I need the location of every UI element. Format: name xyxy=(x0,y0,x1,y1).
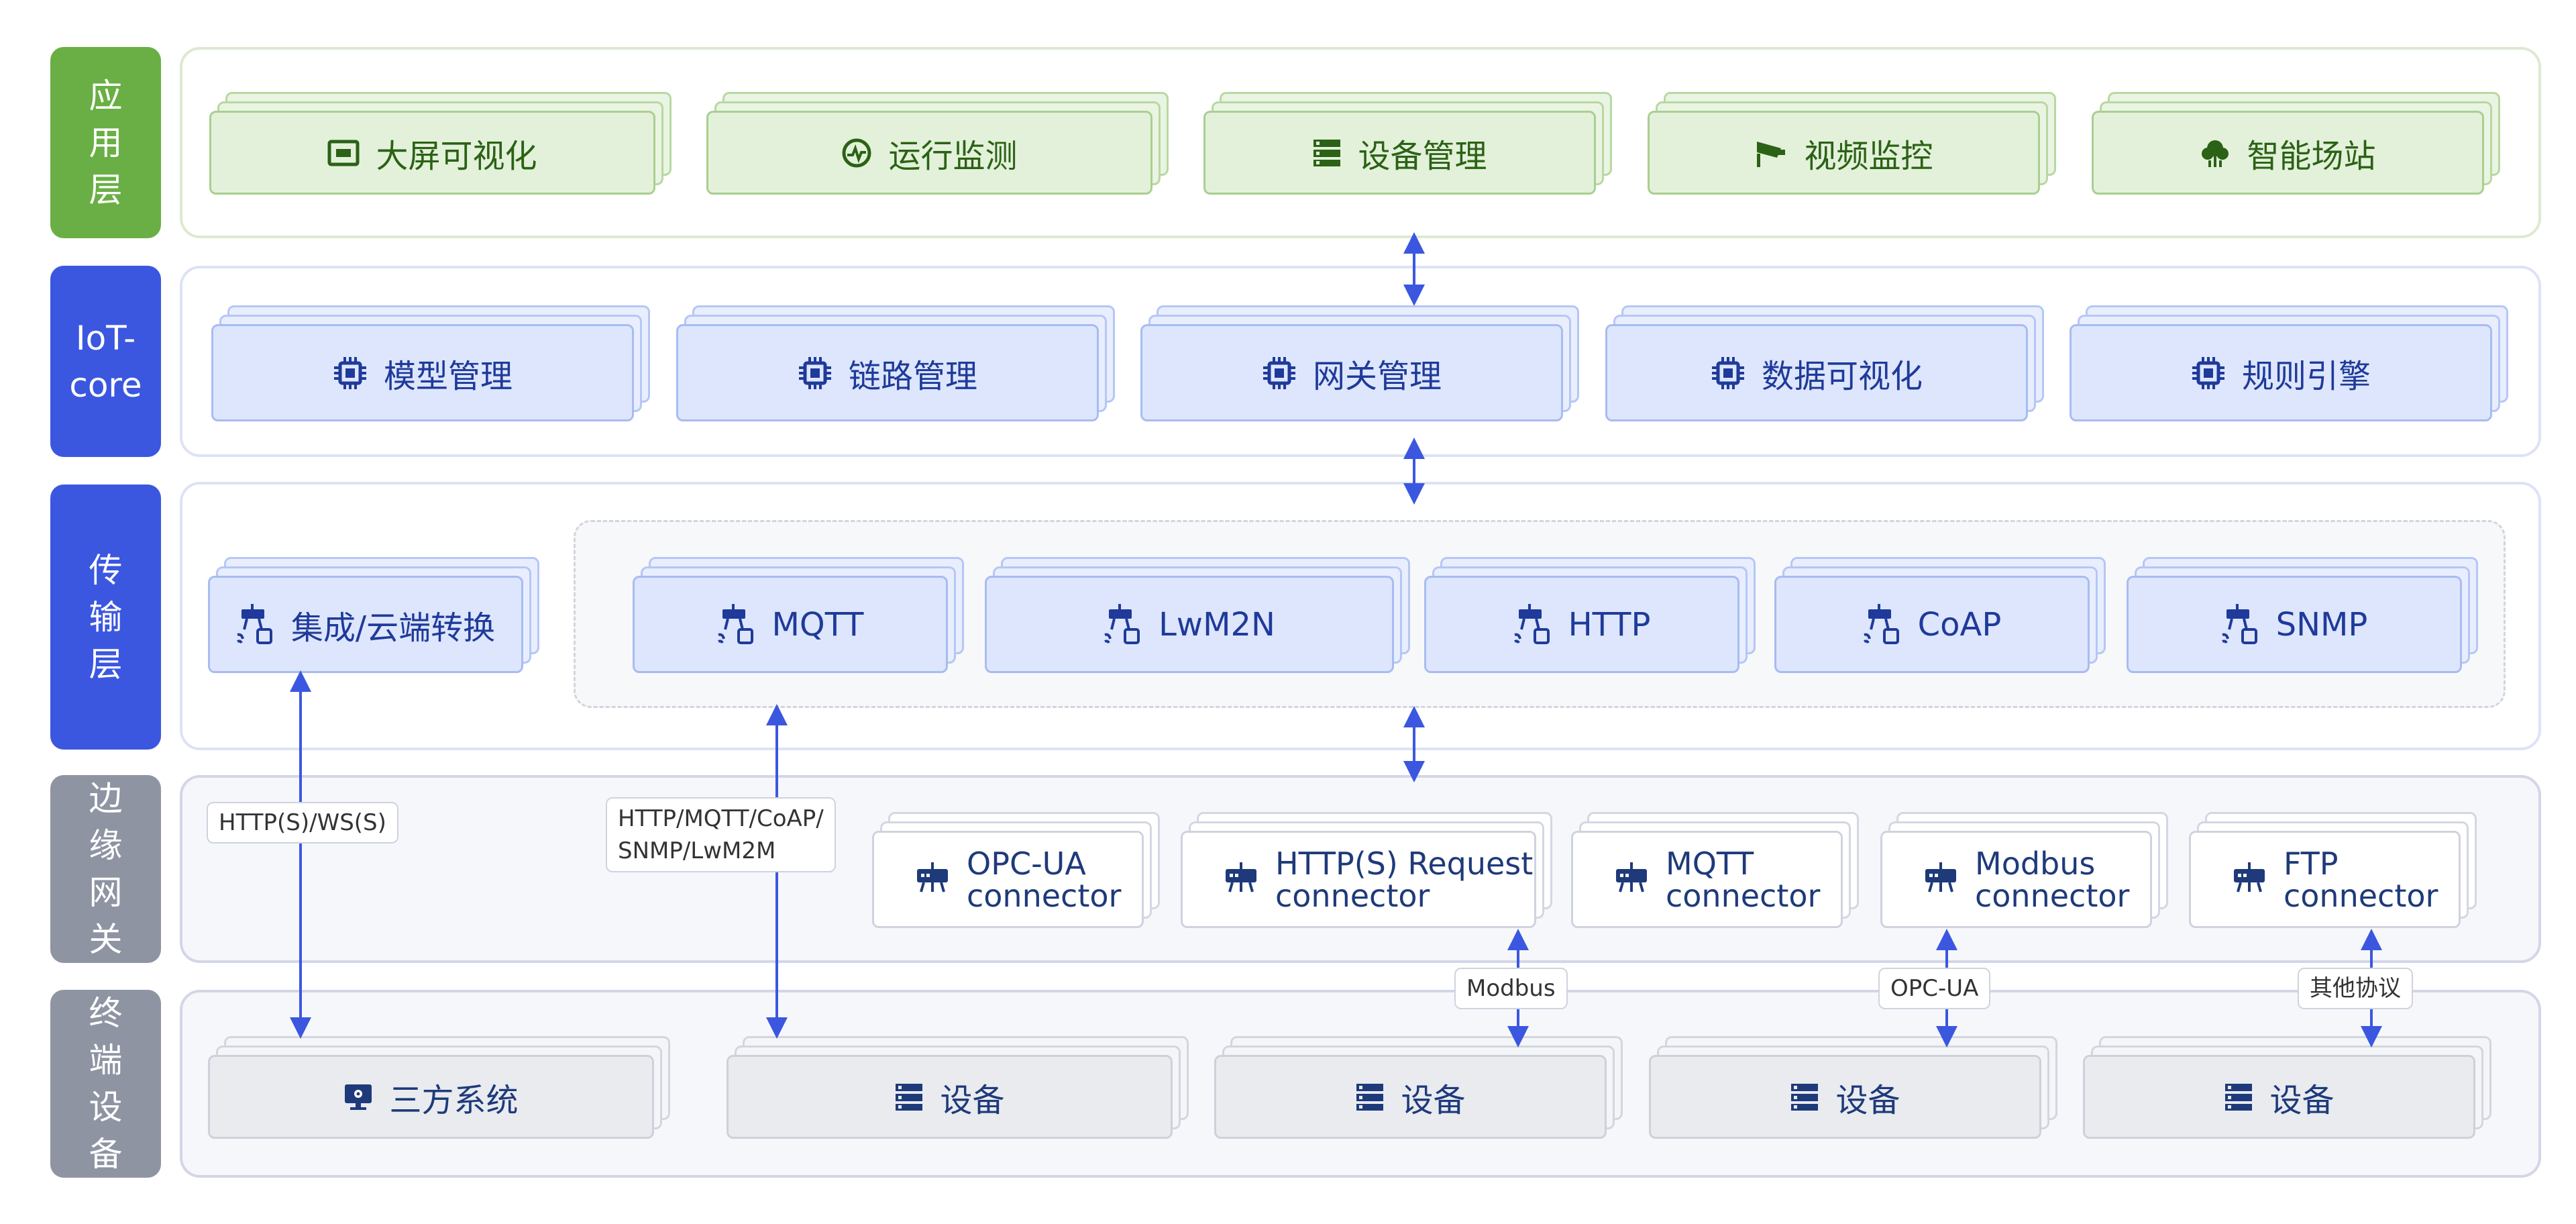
terminal-card-label: 设备 xyxy=(1835,1081,1900,1119)
edge-card-line2: connector xyxy=(1275,877,1430,914)
network-icon xyxy=(1863,603,1899,644)
terminal-card-label: 设备 xyxy=(1401,1081,1466,1119)
iot-card-label: 规则引擎 xyxy=(2241,357,2371,395)
transport-card-label: 集成/云端转换 xyxy=(290,609,496,647)
protocol-tag-other: 其他协议 xyxy=(2298,968,2413,1009)
protocol-tag-multi: HTTP/MQTT/CoAP/ SNMP/LwM2M xyxy=(606,797,836,872)
protocol-tag-opcua: OPC-UA xyxy=(1878,968,1991,1009)
app-card-label: 大屏可视化 xyxy=(376,137,537,175)
app-card-label: 设备管理 xyxy=(1358,137,1487,175)
desktop-icon xyxy=(345,1084,372,1110)
network-icon xyxy=(1104,603,1140,644)
network-icon xyxy=(237,603,272,644)
layer-label-app: 应 用 层 xyxy=(50,47,161,238)
terminal-card-label: 设备 xyxy=(940,1081,1005,1119)
layer-label-transport: 传 输 层 xyxy=(50,484,161,750)
transport-card-label: CoAP xyxy=(1917,605,2002,644)
transport-card-mqtt[interactable]: MQTT xyxy=(633,557,964,673)
edge-card-line2: connector xyxy=(967,877,1122,914)
terminal-card-third-party[interactable]: 三方系统 xyxy=(208,1036,670,1139)
app-card-video-monitor[interactable]: 视频监控 xyxy=(1648,92,2056,195)
chip-icon xyxy=(333,356,366,389)
chip-icon xyxy=(798,356,831,389)
app-card-smart-station[interactable]: 智能场站 xyxy=(2092,92,2500,195)
server-icon xyxy=(896,1083,923,1111)
chip-icon xyxy=(1263,356,1295,389)
edge-card-line2: connector xyxy=(2284,877,2438,914)
terminal-card-device-3[interactable]: 设备 xyxy=(1649,1036,2057,1139)
transport-card-integration[interactable]: 集成/云端转换 xyxy=(208,557,539,673)
server-icon xyxy=(1313,139,1341,166)
terminal-card-label: 设备 xyxy=(2269,1081,2334,1119)
iot-card-link[interactable]: 链路管理 xyxy=(676,305,1115,421)
transport-card-http[interactable]: HTTP xyxy=(1424,557,1756,673)
app-card-device-manage[interactable]: 设备管理 xyxy=(1203,92,1612,195)
iot-card-label: 网关管理 xyxy=(1312,357,1442,395)
gateway-icon xyxy=(1226,862,1256,892)
network-icon xyxy=(1513,603,1550,644)
layer-label-iot-core: IoT- core xyxy=(50,266,161,457)
gateway-icon xyxy=(917,862,948,892)
app-card-big-screen[interactable]: 大屏可视化 xyxy=(209,92,672,195)
iot-card-model[interactable]: 模型管理 xyxy=(211,305,650,421)
terminal-card-device-4[interactable]: 设备 xyxy=(2083,1036,2491,1139)
app-card-label: 运行监测 xyxy=(888,137,1018,175)
terminal-card-device-1[interactable]: 设备 xyxy=(727,1036,1189,1139)
transport-card-lwm2n[interactable]: LwM2N xyxy=(985,557,1410,673)
transport-card-label: HTTP xyxy=(1568,605,1651,644)
transport-card-snmp[interactable]: SNMP xyxy=(2127,557,2478,673)
network-icon xyxy=(717,603,753,644)
gateway-icon xyxy=(1616,862,1647,892)
monitor-icon xyxy=(327,140,360,166)
edge-card-line1: Modbus xyxy=(1975,845,2096,882)
iot-card-label: 模型管理 xyxy=(383,357,513,395)
layer-label-edge: 边 缘 网 关 xyxy=(50,775,161,963)
terminal-card-label: 三方系统 xyxy=(389,1081,519,1119)
edge-card-line2: connector xyxy=(1975,877,2130,914)
server-icon xyxy=(1356,1083,1384,1111)
chip-icon xyxy=(2192,356,2224,389)
tree-icon xyxy=(2202,140,2229,167)
protocol-tag-modbus: Modbus xyxy=(1454,968,1568,1009)
edge-card-line1: HTTP(S) Request xyxy=(1275,845,1534,882)
iot-card-gateway[interactable]: 网关管理 xyxy=(1140,305,1579,421)
camera-icon xyxy=(1757,141,1786,167)
server-icon xyxy=(1791,1083,1819,1111)
pulse-icon xyxy=(842,138,871,167)
iot-card-label: 数据可视化 xyxy=(1761,357,1923,395)
iot-card-label: 链路管理 xyxy=(848,357,977,395)
transport-card-label: LwM2N xyxy=(1159,605,1275,644)
protocol-tag-http-ws: HTTP(S)/WS(S) xyxy=(207,802,398,844)
transport-card-label: SNMP xyxy=(2275,605,2368,644)
server-icon xyxy=(2225,1083,2253,1111)
transport-card-label: MQTT xyxy=(771,605,864,644)
chip-icon xyxy=(1711,356,1744,389)
app-card-label: 智能场站 xyxy=(2247,137,2376,175)
iot-card-data-viz[interactable]: 数据可视化 xyxy=(1605,305,2044,421)
terminal-card-device-2[interactable]: 设备 xyxy=(1214,1036,1623,1139)
network-icon xyxy=(2221,603,2257,644)
gateway-icon xyxy=(2234,862,2265,892)
transport-card-coap[interactable]: CoAP xyxy=(1774,557,2106,673)
iot-card-rule-engine[interactable]: 规则引擎 xyxy=(2070,305,2508,421)
app-card-label: 视频监控 xyxy=(1804,137,1933,175)
edge-card-line1: MQTT xyxy=(1666,845,1754,882)
edge-card-line1: FTP xyxy=(2284,845,2339,882)
edge-card-line2: connector xyxy=(1666,877,1821,914)
layer-label-terminal: 终 端 设 备 xyxy=(50,990,161,1178)
edge-card-line1: OPC-UA xyxy=(967,845,1086,882)
gateway-icon xyxy=(1925,862,1956,892)
app-card-run-monitor[interactable]: 运行监测 xyxy=(706,92,1169,195)
